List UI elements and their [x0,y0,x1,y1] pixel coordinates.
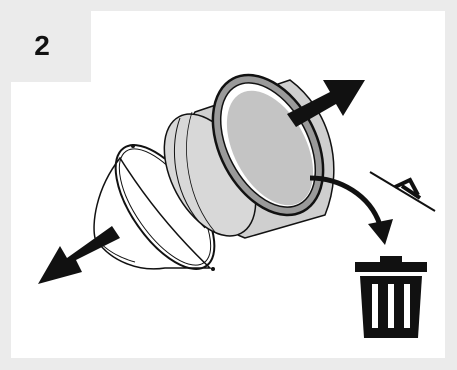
tool-crossed-icon [370,172,435,211]
arrow-down-left-icon [38,226,120,284]
trash-bin-icon [355,256,427,338]
